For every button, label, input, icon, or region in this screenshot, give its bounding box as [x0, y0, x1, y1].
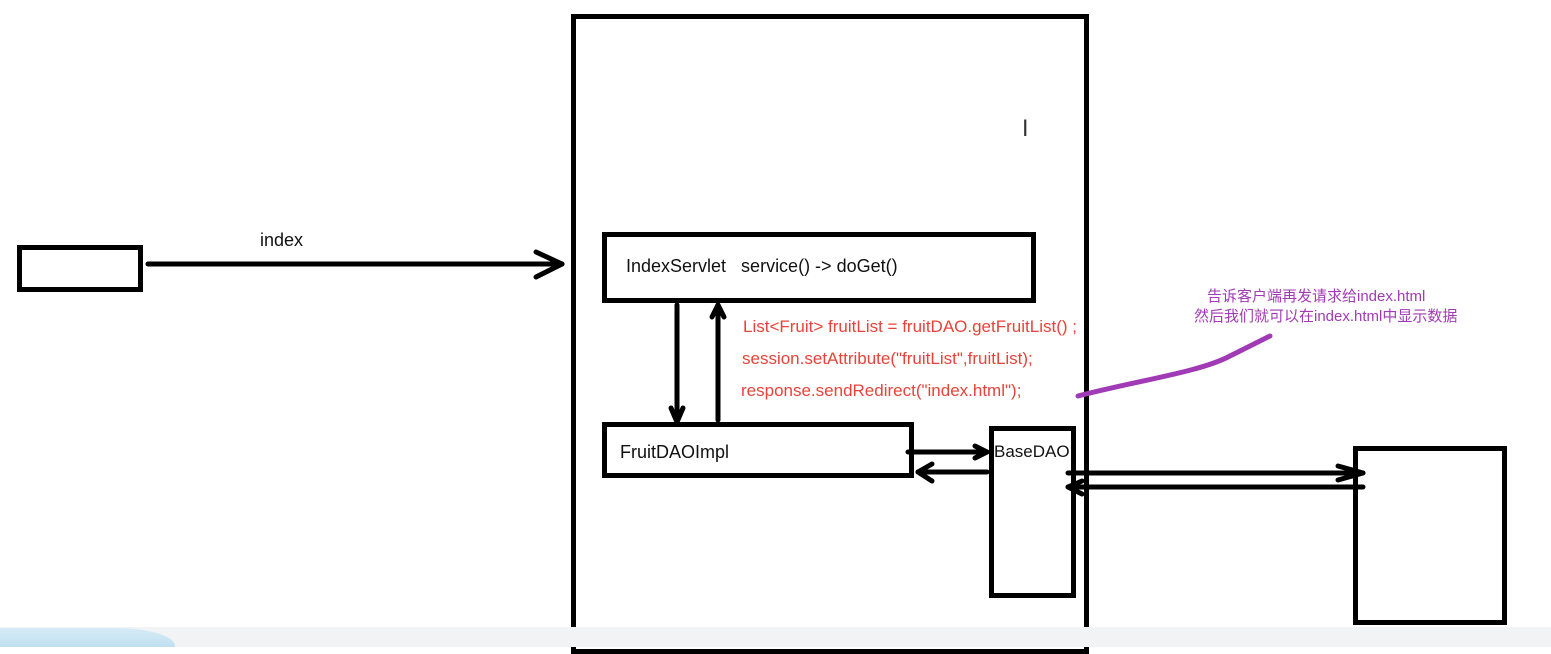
- db-to-basedao-arrowhead: [1065, 478, 1085, 497]
- code-line-1: List<Fruit> fruitList = fruitDAO.getFrui…: [743, 317, 1077, 336]
- dao-to-basedao-arrowhead: [972, 443, 990, 461]
- note-line-2: 然后我们就可以在index.html中显示数据: [1194, 308, 1458, 325]
- bottom-wave-decoration: [0, 628, 175, 647]
- client-box: [17, 245, 143, 292]
- index-servlet-box: [602, 232, 1036, 303]
- base-dao-box: [989, 426, 1076, 598]
- code-line-3: response.sendRedirect("index.html");: [741, 381, 1022, 400]
- basedao-to-dao-arrowhead: [915, 461, 935, 484]
- fruit-dao-impl-label: FruitDAOImpl: [620, 442, 730, 462]
- base-dao-label: BaseDAO: [994, 442, 1070, 461]
- text-cursor-icon: I: [1022, 117, 1029, 142]
- request-arrowhead: [533, 249, 565, 280]
- note-line-1: 告诉客户端再发请求给index.html: [1207, 288, 1426, 305]
- note-pointer: [1075, 333, 1273, 399]
- index-servlet-label: IndexServlet service() -> doGet(): [626, 256, 898, 276]
- request-label: index: [260, 230, 304, 250]
- bottom-strip: [0, 627, 1551, 647]
- database-box: [1353, 446, 1507, 625]
- basedao-to-db-arrowhead: [1335, 463, 1366, 483]
- code-line-2: session.setAttribute("fruitList",fruitLi…: [742, 349, 1033, 368]
- dao-to-servlet-arrowhead: [709, 302, 727, 320]
- servlet-to-dao-arrowhead: [668, 405, 686, 425]
